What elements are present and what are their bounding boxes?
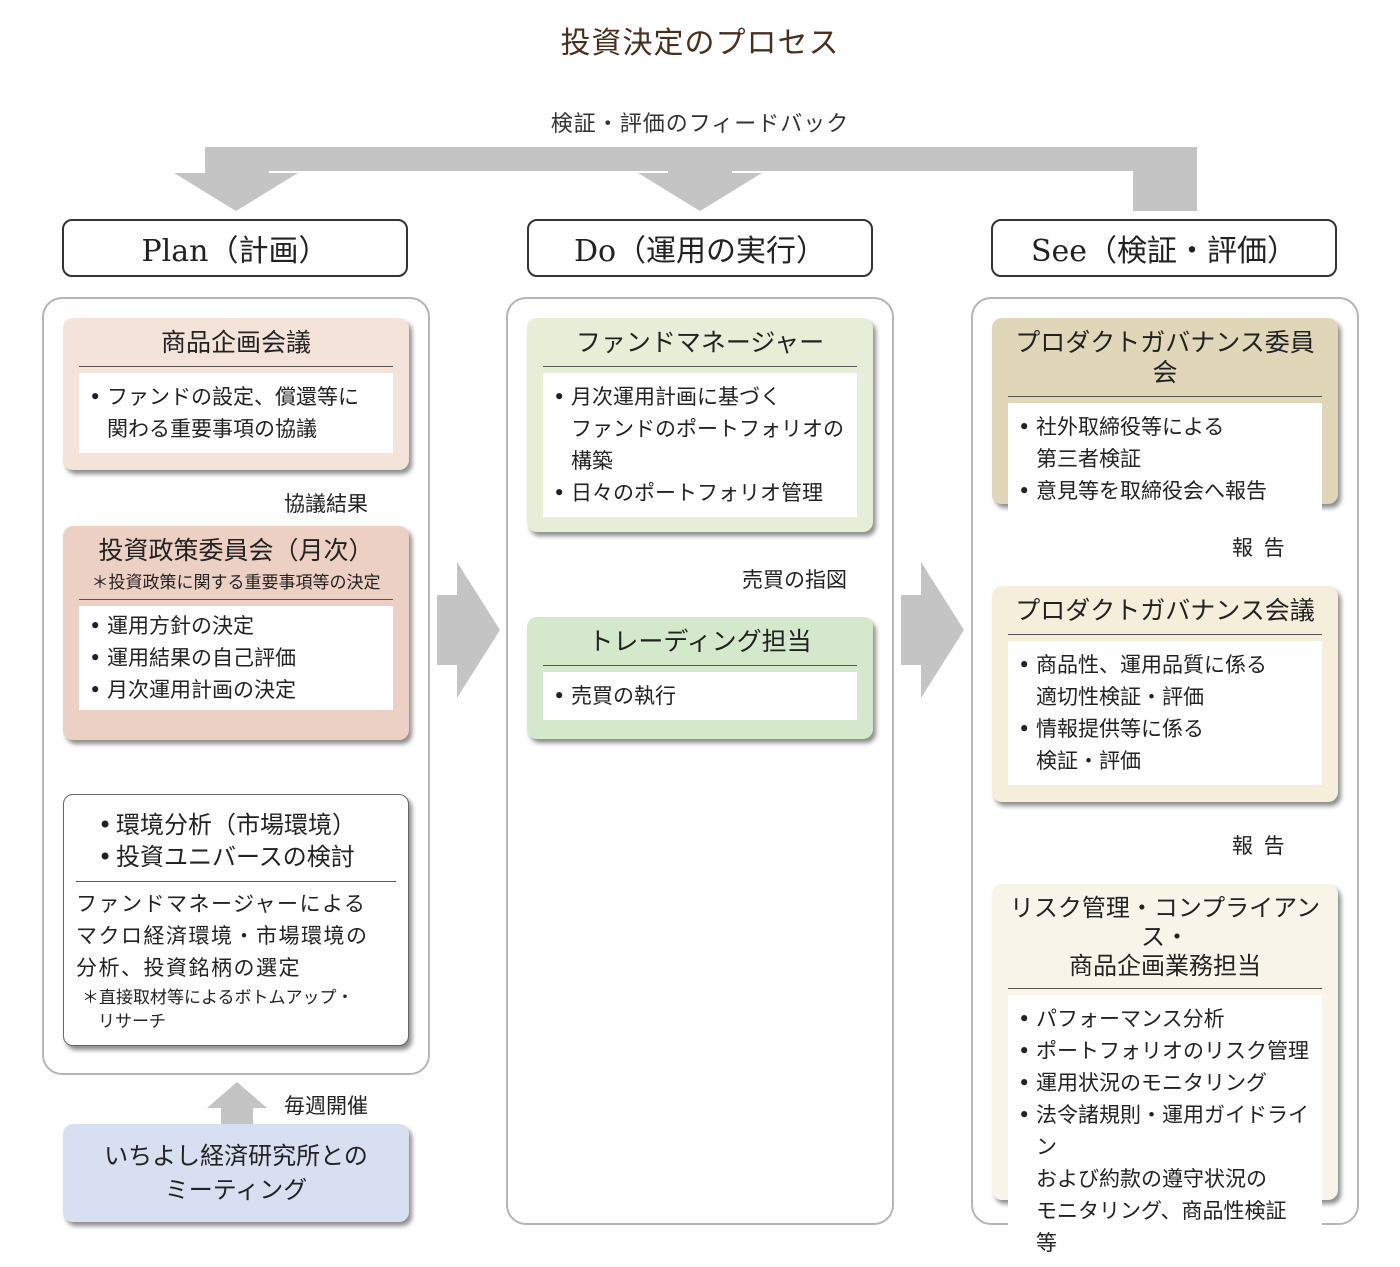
- product-meeting-card: 商品企画会議 ファンドの設定、償還等に 関わる重要事項の協議: [63, 318, 409, 470]
- list-item: ファンドの設定、償還等に: [89, 381, 383, 413]
- label-weekly: 毎週開催: [284, 1094, 368, 1118]
- list-item: 月次運用計画の決定: [89, 674, 383, 706]
- policy-committee-note: ＊投資政策に関する重要事項等の決定: [79, 568, 393, 600]
- arrow-do-see-stem: [901, 595, 921, 665]
- list-item-cont: 検証・評価: [1036, 749, 1141, 773]
- list-item: 投資ユニバースの検討: [98, 841, 408, 873]
- fund-manager-body: 月次運用計画に基づく ファンドのポートフォリオの 構築 日々のポートフォリオ管理: [543, 373, 857, 517]
- list-item-cont: ファンドのポートフォリオの: [571, 417, 844, 441]
- list-item: 月次運用計画に基づく: [553, 381, 847, 413]
- list-item: 商品性、運用品質に係る: [1018, 649, 1312, 681]
- header-see: See（検証・評価）: [991, 219, 1337, 277]
- analysis-note: ＊直接取材等によるボトムアップ・ リサーチ: [82, 986, 396, 1034]
- list-item: 情報提供等に係る: [1018, 713, 1312, 745]
- header-do: Do（運用の実行）: [527, 219, 873, 277]
- body-line: マクロ経済環境・市場環境の: [76, 924, 369, 948]
- list-item: 運用結果の自己評価: [89, 642, 383, 674]
- governance-committee-card: プロダクトガバナンス委員会 社外取締役等による 第三者検証 意見等を取締役会へ報…: [992, 318, 1338, 515]
- feedback-arrow-do: [638, 173, 762, 211]
- list-item: 意見等を取締役会へ報告: [1018, 475, 1312, 507]
- meeting-card: いちよし経済研究所との ミーティング: [63, 1124, 409, 1222]
- feedback-stem-left: [205, 147, 269, 173]
- list-item: 環境分析（市場環境）: [98, 809, 408, 841]
- risk-card: リスク管理・コンプライアンス・ 商品企画業務担当 パフォーマンス分析 ポートフォ…: [992, 884, 1338, 1267]
- analysis-body: ファンドマネージャーによる マクロ経済環境・市場環境の 分析、投資銘柄の選定: [76, 881, 396, 984]
- list-item: 法令諸規則・運用ガイドライン: [1018, 1099, 1312, 1163]
- analysis-items: 環境分析（市場環境） 投資ユニバースの検討: [64, 795, 408, 877]
- fund-manager-card: ファンドマネージャー 月次運用計画に基づく ファンドのポートフォリオの 構築 日…: [527, 318, 873, 532]
- header-plan: Plan（計画）: [62, 219, 408, 277]
- governance-committee-body: 社外取締役等による 第三者検証 意見等を取締役会へ報告: [1008, 403, 1322, 515]
- risk-title: リスク管理・コンプライアンス・ 商品企画業務担当: [1008, 884, 1322, 990]
- governance-committee-title: プロダクトガバナンス委員会: [1008, 318, 1322, 397]
- arrow-plan-up2-stem: [221, 1108, 253, 1124]
- list-item: ポートフォリオのリスク管理: [1018, 1035, 1312, 1067]
- body-line: 分析、投資銘柄の選定: [76, 956, 301, 980]
- list-item: パフォーマンス分析: [1018, 1003, 1312, 1035]
- governance-meeting-card: プロダクトガバナンス会議 商品性、運用品質に係る 適切性検証・評価 情報提供等に…: [992, 586, 1338, 802]
- note-line: リサーチ: [98, 1012, 166, 1032]
- risk-body: パフォーマンス分析 ポートフォリオのリスク管理 運用状況のモニタリング 法令諸規…: [1008, 995, 1322, 1267]
- product-meeting-body: ファンドの設定、償還等に 関わる重要事項の協議: [79, 373, 393, 453]
- meeting-line: ミーティング: [164, 1176, 308, 1204]
- list-item-cont: 関わる重要事項の協議: [107, 417, 317, 441]
- page-title: 投資決定のプロセス: [560, 26, 840, 61]
- label-report-2: 報 告: [1232, 834, 1287, 858]
- arrow-plan-do-stem: [437, 595, 457, 665]
- meeting-line: いちよし経済研究所との: [104, 1142, 368, 1170]
- risk-title-line: 商品企画業務担当: [1069, 951, 1261, 980]
- policy-committee-body: 運用方針の決定 運用結果の自己評価 月次運用計画の決定: [79, 606, 393, 710]
- feedback-stem-do: [668, 147, 732, 173]
- list-item: 売買の執行: [553, 680, 847, 712]
- product-meeting-title: 商品企画会議: [79, 318, 393, 367]
- governance-meeting-title: プロダクトガバナンス会議: [1008, 586, 1322, 635]
- list-item-cont: および約款の遵守状況の: [1036, 1167, 1267, 1192]
- list-item: 日々のポートフォリオ管理: [553, 477, 847, 509]
- analysis-card: 環境分析（市場環境） 投資ユニバースの検討 ファンドマネージャーによる マクロ経…: [63, 794, 409, 1046]
- trading-body: 売買の執行: [543, 672, 857, 720]
- list-item: 運用方針の決定: [89, 610, 383, 642]
- list-item-cont: 適切性検証・評価: [1036, 685, 1204, 709]
- list-item-cont: 構築: [571, 449, 613, 473]
- label-order: 売買の指図: [742, 568, 847, 592]
- list-item: 運用状況のモニタリング: [1018, 1067, 1312, 1099]
- fund-manager-title: ファンドマネージャー: [543, 318, 857, 367]
- body-line: ファンドマネージャーによる: [76, 892, 367, 916]
- policy-committee-title: 投資政策委員会（月次）: [98, 536, 374, 565]
- arrow-do-see-head: [921, 562, 964, 698]
- policy-committee-card: 投資政策委員会（月次） ＊投資政策に関する重要事項等の決定 運用方針の決定 運用…: [63, 526, 409, 740]
- label-kyogi: 協議結果: [284, 492, 368, 516]
- arrow-plan-up2-head: [207, 1082, 267, 1108]
- list-item-cont: モニタリング、商品性検証 等: [1036, 1199, 1287, 1256]
- trading-title: トレーディング担当: [543, 617, 857, 666]
- list-item: 社外取締役等による: [1018, 411, 1312, 443]
- feedback-arrow-plan: [174, 173, 298, 211]
- trading-card: トレーディング担当 売買の執行: [527, 617, 873, 739]
- feedback-label: 検証・評価のフィードバック: [550, 112, 850, 137]
- feedback-riser: [1133, 147, 1197, 211]
- list-item-cont: 第三者検証: [1036, 447, 1141, 471]
- risk-title-line: リスク管理・コンプライアンス・: [1009, 894, 1321, 951]
- label-report-1: 報 告: [1232, 536, 1287, 560]
- note-line: ＊直接取材等によるボトムアップ・: [82, 988, 354, 1008]
- arrow-plan-do-head: [457, 562, 500, 698]
- governance-meeting-body: 商品性、運用品質に係る 適切性検証・評価 情報提供等に係る 検証・評価: [1008, 641, 1322, 785]
